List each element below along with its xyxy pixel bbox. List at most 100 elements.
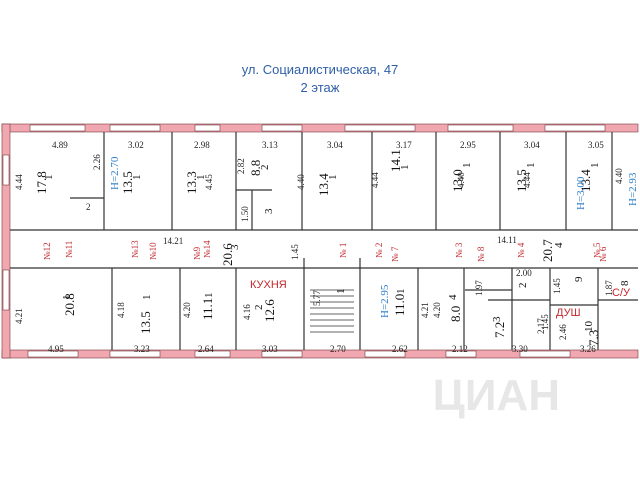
room-u4-extra: 1.50 xyxy=(240,206,250,222)
room-l1-width: 4.95 xyxy=(48,344,64,354)
room-u10-depth: 4.40 xyxy=(614,168,624,184)
staircase xyxy=(310,289,354,333)
room-u2-num: 1 xyxy=(131,175,143,181)
room-l1-depth: 4.21 xyxy=(14,308,24,324)
room-u4-area: 8.8 xyxy=(248,160,263,176)
room-u6-area: 14.1 xyxy=(388,149,403,172)
apt-label-11: №11 xyxy=(64,241,74,258)
room-l7-depth: 4.20 xyxy=(432,302,442,318)
room-l10-label: С/У xyxy=(612,287,631,299)
room-l3-num: 1 xyxy=(203,293,215,299)
corridor-right-num: 4 xyxy=(553,242,565,248)
corridor-left-area: 20.6 xyxy=(220,243,235,266)
corridor-left-num: 3 xyxy=(229,244,241,250)
room-l3-width: 2.64 xyxy=(198,344,214,354)
room-u2-width: 3.02 xyxy=(128,140,144,150)
room-l10-extra: 1.87 xyxy=(604,280,614,296)
room-u2-extra: 2 xyxy=(86,202,91,212)
room-l8-extra2: 2 xyxy=(517,283,529,289)
room-u8-area: 13.5 xyxy=(514,169,529,192)
apt-label-9: №9 xyxy=(192,246,202,260)
room-l4-area: 12.6 xyxy=(262,299,277,322)
room-u9-num: 1 xyxy=(589,163,601,169)
apt-label-7: № 7 xyxy=(390,246,400,262)
room-u5-num: 1 xyxy=(327,175,339,181)
room-l5-width: 2.70 xyxy=(330,344,346,354)
room-l9-extra3: 2.46 xyxy=(558,324,568,340)
stair-side-left: 1.45 xyxy=(290,244,300,260)
room-u3-area: 13.3 xyxy=(184,171,199,194)
room-l9-extra2: 9 xyxy=(573,276,585,282)
room-u9-width: 3.05 xyxy=(588,140,604,150)
room-u1-extra: 2.26 xyxy=(92,154,102,170)
room-l8-num: 3 xyxy=(491,316,503,322)
room-u10-height: H=2.93 xyxy=(627,172,639,206)
room-u8-depth: 4.44 xyxy=(522,172,532,188)
room-u7-width: 2.95 xyxy=(460,140,476,150)
room-l2-depth: 4.18 xyxy=(116,302,126,318)
room-l7-extra: 1.97 xyxy=(474,280,484,296)
outer-walls xyxy=(1,123,639,359)
room-l9-width: 3.26 xyxy=(580,344,596,354)
room-u1-depth: 4.44 xyxy=(14,174,24,190)
windows xyxy=(2,124,606,358)
room-u7-num: 1 xyxy=(461,163,473,169)
room-u1-area: 17.8 xyxy=(34,171,49,194)
room-l4-label: КУХНЯ xyxy=(250,279,287,291)
room-u3-num: 1 xyxy=(195,175,207,181)
room-l3-depth: 4.20 xyxy=(182,302,192,318)
apt-label-2: № 2 xyxy=(374,243,384,258)
room-l6-width: 2.62 xyxy=(392,344,408,354)
stair-side-right: 1.45 xyxy=(540,314,550,330)
room-u3-depth: 4.45 xyxy=(204,174,214,190)
room-l9-area: 7.3 xyxy=(586,330,601,346)
room-u6-num: 1 xyxy=(399,165,411,171)
corridor-left-length: 14.21 xyxy=(163,236,183,246)
apt-label-6: № 6 xyxy=(598,246,608,262)
apt-label-4: № 4 xyxy=(516,242,526,258)
room-l5-depth: 5.77 xyxy=(312,290,322,306)
apt-label-10: №10 xyxy=(148,242,158,260)
room-u7-depth: 4.40 xyxy=(456,172,466,188)
room-u1-width: 4.89 xyxy=(52,140,68,150)
apt-label-13: №13 xyxy=(130,240,140,258)
room-l2-width: 3.23 xyxy=(134,344,150,354)
room-l8-width: 3.30 xyxy=(512,344,528,354)
watermark-logo: ЦИАН xyxy=(433,371,560,420)
room-l9-label: ДУШ xyxy=(556,307,581,319)
room-l8-area: 7.2 xyxy=(492,322,507,338)
room-u8-width: 3.04 xyxy=(524,140,540,150)
room-u4-num: 2 xyxy=(259,165,271,171)
room-u5-depth: 4.40 xyxy=(296,174,306,190)
room-l4-num: 2 xyxy=(253,305,265,311)
room-u4-width: 3.13 xyxy=(262,140,278,150)
room-l6-height: H=2.95 xyxy=(379,284,391,318)
room-l4-depth: 4.16 xyxy=(242,304,252,320)
room-l6-num: 1 xyxy=(395,289,407,295)
room-u4-depth: 2.82 xyxy=(236,158,246,174)
apt-label-5: № 5 xyxy=(592,242,602,258)
corridor-right-area: 20.7 xyxy=(540,239,555,262)
corridor-right-length: 14.11 xyxy=(497,235,517,245)
room-l7-width: 2.12 xyxy=(452,344,468,354)
room-l6-depth: 4.21 xyxy=(420,302,430,318)
room-l9-extra: 1.45 xyxy=(552,278,562,294)
room-l3-area: 11.1 xyxy=(200,298,215,320)
room-u3-width: 2.98 xyxy=(194,140,210,150)
room-u6-width: 3.17 xyxy=(396,140,412,150)
room-l7-num: 4 xyxy=(447,294,459,300)
floor-title: 2 этаж xyxy=(300,80,340,95)
inner-walls xyxy=(10,132,638,350)
room-l4-width: 3.03 xyxy=(262,344,278,354)
apt-label-3: № 3 xyxy=(454,242,464,258)
room-l9-num: 10 xyxy=(583,321,595,333)
room-l8-extra: 2.00 xyxy=(516,268,532,278)
room-u9-height: H=3.00 xyxy=(575,176,587,210)
room-l2-num: 1 xyxy=(141,295,153,301)
apt-label-14: №14 xyxy=(202,240,212,258)
room-u9-area: 13.4 xyxy=(578,169,593,192)
room-l5-num: 1 xyxy=(335,289,347,295)
room-u4-extra2: 3 xyxy=(263,208,275,214)
apt-label-1: № 1 xyxy=(338,243,348,258)
